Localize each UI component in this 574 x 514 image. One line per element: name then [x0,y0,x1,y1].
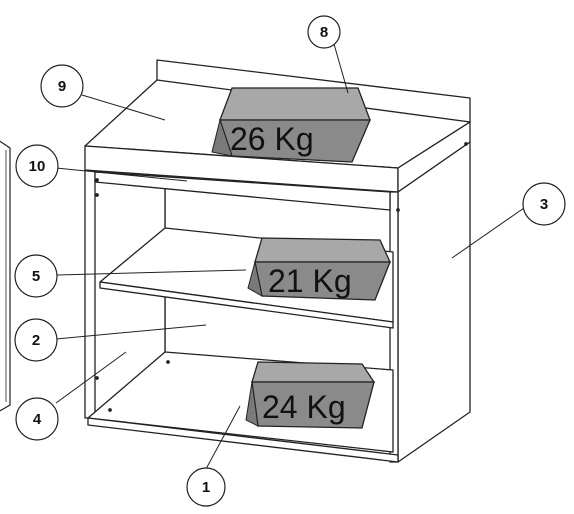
svg-text:1: 1 [202,479,210,496]
weight-bottom-label: 24 Kg [262,389,346,425]
svg-text:3: 3 [540,196,548,213]
callout-3: 3 [522,182,566,226]
weight-top: 26 Kg [211,87,371,163]
callout-9: 9 [40,64,84,108]
weight-middle: 21 Kg [247,237,392,301]
svg-text:9: 9 [58,78,66,95]
svg-text:2: 2 [32,332,40,349]
leader-lines [55,43,525,470]
callout-10: 10 [15,144,59,188]
callout-8: 8 [307,15,341,49]
front-rail [94,171,391,211]
weight-bottom: 24 Kg [245,361,376,429]
callout-4: 4 [15,397,59,441]
svg-text:4: 4 [33,411,42,428]
bottom-front-edge [87,417,399,463]
right-side-panel [397,141,471,463]
svg-text:5: 5 [32,268,40,285]
weight-middle-label: 21 Kg [268,263,352,299]
middle-shelf-front [99,281,394,329]
svg-text:10: 10 [29,158,46,175]
callout-5: 5 [14,254,58,298]
callout-2: 2 [14,318,58,362]
weight-top-label: 26 Kg [230,121,314,157]
side-door-panel [0,140,11,412]
callout-1: 1 [186,467,226,507]
svg-text:8: 8 [320,24,328,41]
